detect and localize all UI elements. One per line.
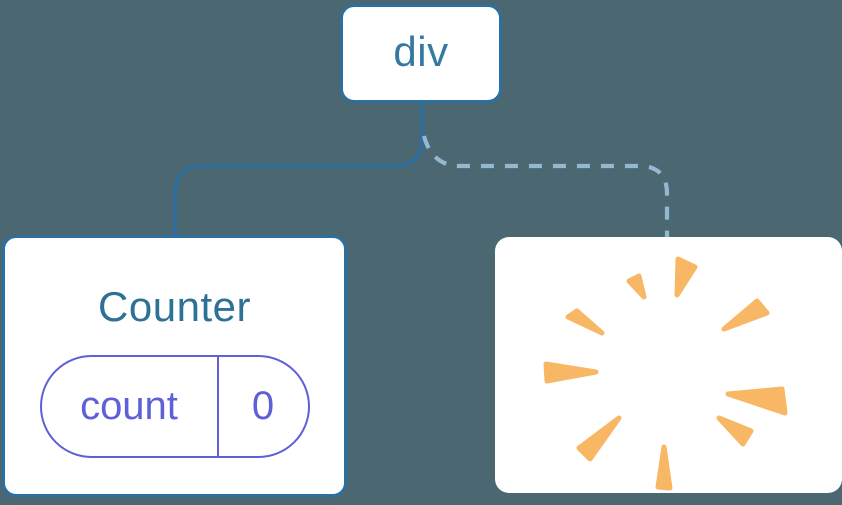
poof-icon <box>543 256 788 491</box>
tree-node-div: div <box>340 4 502 103</box>
state-key-label: count <box>80 384 178 428</box>
tree-node-counter: Counter count 0 <box>2 235 347 497</box>
poof-ray <box>716 415 754 447</box>
poof-ray <box>655 444 673 491</box>
div-node-label: div <box>393 27 449 75</box>
poof-ray <box>626 273 647 300</box>
edge-solid-to-counter <box>173 98 424 240</box>
counter-component-title: Counter <box>98 283 251 330</box>
poof-ray <box>725 386 788 416</box>
poof-ray <box>543 361 599 384</box>
poof-ray <box>565 308 605 336</box>
edge-dashed-to-removed <box>421 135 670 238</box>
state-value: 0 <box>216 357 308 456</box>
poof-ray <box>721 298 770 332</box>
poof-ray <box>576 415 622 462</box>
tree-node-removed <box>495 237 842 493</box>
state-pill: count 0 <box>39 355 310 458</box>
poof-ray <box>674 256 698 298</box>
